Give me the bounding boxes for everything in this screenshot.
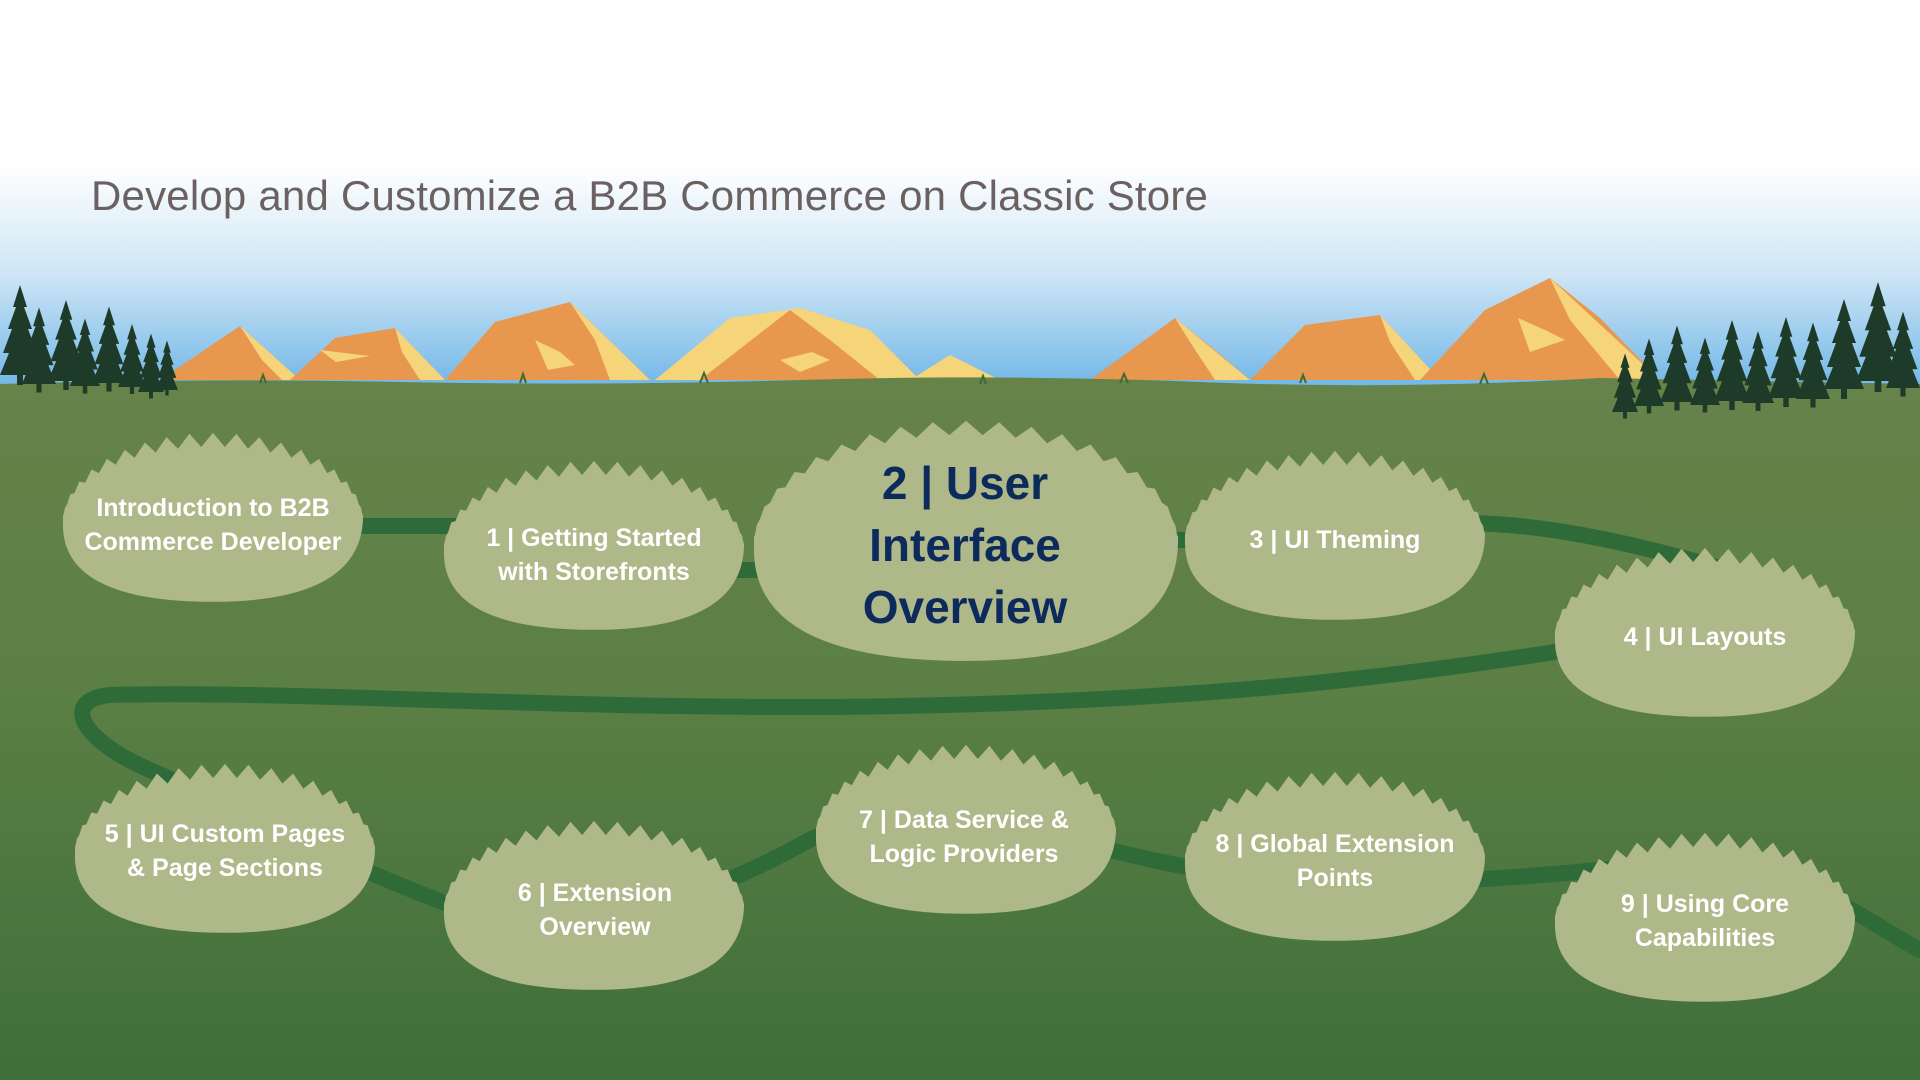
trail-node-2-label[interactable]: 2 | User Interface Overview [862,457,1068,633]
mound-3 [1184,450,1486,620]
trail-node-7-label[interactable]: 7 | Data Service & Logic Providers [859,806,1069,868]
mound-5 [74,763,376,933]
trail-node-6-label[interactable]: 6 | Extension Overview [517,879,673,941]
trail-node-4-label[interactable]: 4 | UI Layouts [1623,623,1787,651]
mound-6 [443,820,745,990]
mound-1 [443,460,745,630]
trail-node-mounds [62,420,1856,1002]
mound-intro [62,432,364,602]
mountain-range [160,278,1660,380]
trail-node-9-label[interactable]: 9 | Using Core Capabilities [1620,890,1790,952]
mound-8 [1184,771,1486,941]
trail-node-8-label[interactable]: 8 | Global Extension Points [1215,830,1455,892]
trail-node-intro-label[interactable]: Introduction to B2B Commerce Developer [84,494,342,556]
page-title: Develop and Customize a B2B Commerce on … [91,172,1209,219]
trail-node-1-label[interactable]: 1 | Getting Started with Storefronts [486,524,702,586]
mound-7 [815,744,1117,914]
mound-4 [1554,547,1856,717]
trail-node-3-label[interactable]: 3 | UI Theming [1249,526,1421,554]
mound-2 [753,420,1179,661]
trail-node-5-label[interactable]: 5 | UI Custom Pages & Page Sections [104,820,346,882]
mound-9 [1554,832,1856,1002]
